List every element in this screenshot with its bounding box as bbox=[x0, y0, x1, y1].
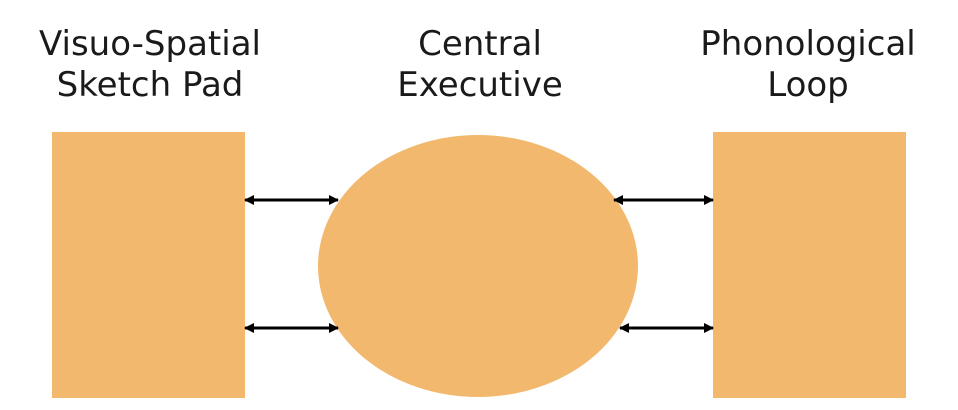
central-executive-ellipse bbox=[318, 135, 638, 397]
central-executive-label: Central Executive bbox=[397, 24, 563, 106]
visuo-spatial-sketch-pad-box bbox=[52, 132, 245, 398]
phonological-loop-label: Phonological Loop bbox=[700, 24, 916, 106]
phonological-loop-box bbox=[713, 132, 906, 398]
visuo-spatial-sketch-pad-label: Visuo-Spatial Sketch Pad bbox=[39, 24, 261, 106]
